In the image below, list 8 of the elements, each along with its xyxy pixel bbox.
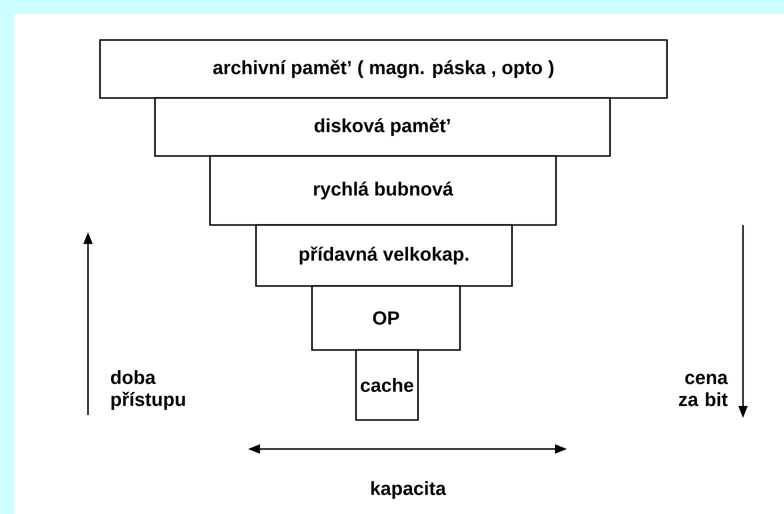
axis-label: doba přístupu (110, 370, 185, 410)
axis-label: kapacita (371, 481, 446, 499)
level-box: rychlá bubnová (209, 155, 557, 226)
level-box: přídavná velkokap. (255, 224, 513, 287)
axis-label: cena za bit (678, 374, 728, 406)
level-box: cache (355, 349, 419, 421)
level-box: archivní pamět’ ( magn. páska , opto ) (99, 39, 668, 99)
level-box: disková pamět’ (154, 97, 611, 157)
